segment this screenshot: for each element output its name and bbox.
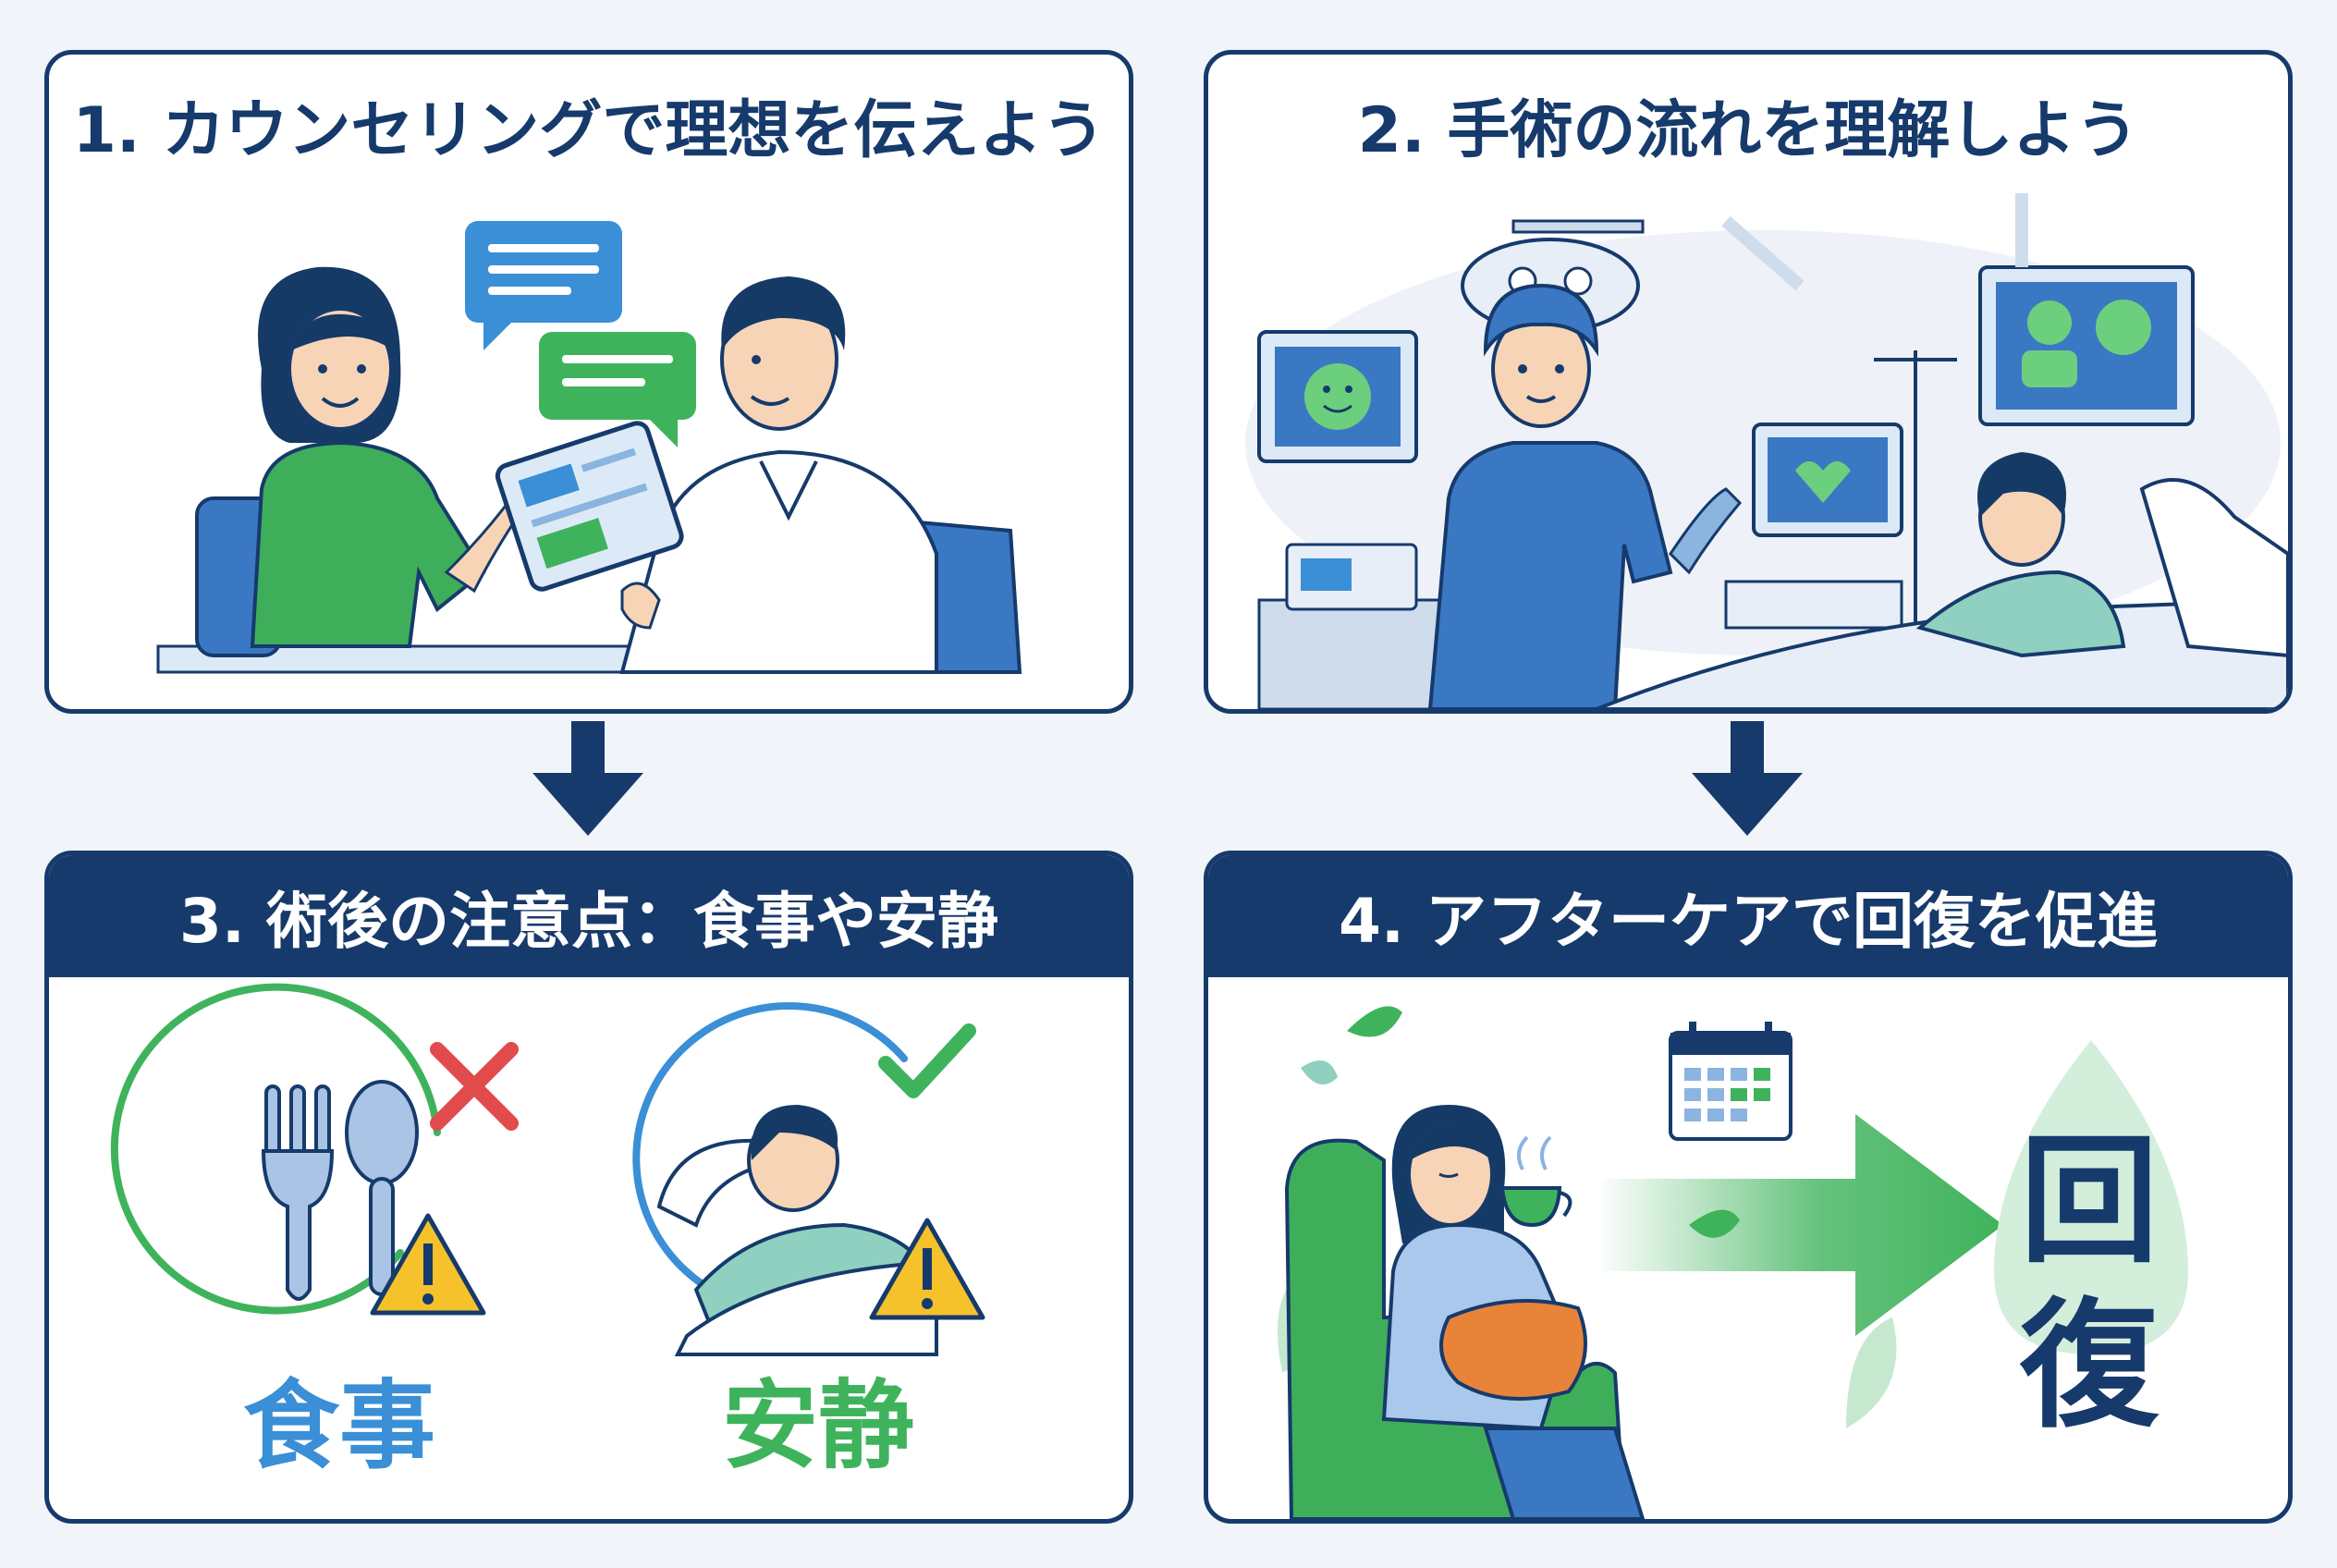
surgery-room-illustration: [1245, 193, 2288, 709]
panel-title: 4. アフターケアで回復を促進: [1208, 855, 2288, 977]
panel-title: 3. 術後の注意点：食事や安静: [49, 855, 1129, 977]
recovery-kanji-2: 復: [2019, 1286, 2159, 1447]
recovery-kanji-1: 回: [2019, 1121, 2159, 1282]
leaf-icon: [1347, 1006, 1402, 1037]
warning-icon: [869, 1218, 985, 1320]
calendar-icon: [1669, 1022, 1793, 1141]
aftercare-illustration: [1278, 1006, 2188, 1519]
tablet-icon: [495, 421, 684, 592]
heat-pack: [1439, 1299, 1587, 1401]
panel-post-op-precautions: 3. 術後の注意点：食事や安静: [44, 851, 1133, 1524]
sleeping-person: [656, 1105, 938, 1356]
panel-aftercare: 4. アフターケアで回復を促進: [1204, 851, 2293, 1524]
cross-mark-icon: [430, 1042, 519, 1131]
tea-cup-icon: [1499, 1135, 1572, 1228]
chat-bubble-icon: [465, 221, 622, 350]
leaf-icon: [1846, 1317, 1897, 1428]
doctor: [619, 276, 938, 674]
meal-ring: [110, 983, 441, 1315]
chat-bubble-icon: [539, 332, 696, 447]
leaf-icon: [1301, 1060, 1338, 1084]
panel-surgery-flow: 2. 手術の流れを理解しよう: [1204, 50, 2293, 714]
monitor-icon: [1724, 423, 1903, 630]
monitor-icon: [1978, 193, 2195, 426]
water-drop-icon: [1994, 1040, 2188, 1354]
counseling-illustration: [156, 221, 1022, 674]
right-arrow-icon: [1597, 1114, 2003, 1336]
check-mark-icon: [878, 1023, 976, 1098]
rest-label: 安静: [722, 1369, 915, 1482]
surgeon: [1427, 283, 1743, 709]
meal-label: 食事: [243, 1369, 436, 1482]
down-arrow-icon: [1692, 721, 1803, 836]
resting-woman: [1381, 1105, 1646, 1519]
panel-counseling: 1. カウンセリングで理想を伝えよう: [44, 50, 1133, 714]
fork-icon: [261, 1084, 335, 1301]
patient-woman: [250, 266, 522, 648]
warning-icon: [370, 1213, 486, 1316]
patient-in-bed: [1596, 452, 2288, 709]
precautions-illustration: [110, 983, 985, 1356]
panel-title: 2. 手術の流れを理解しよう: [1357, 94, 2139, 167]
panel-title: 1. カウンセリングで理想を伝えよう: [72, 94, 1106, 167]
monitor-icon: [1257, 330, 1418, 463]
down-arrow-icon: [532, 721, 643, 836]
spoon-icon: [345, 1080, 419, 1296]
